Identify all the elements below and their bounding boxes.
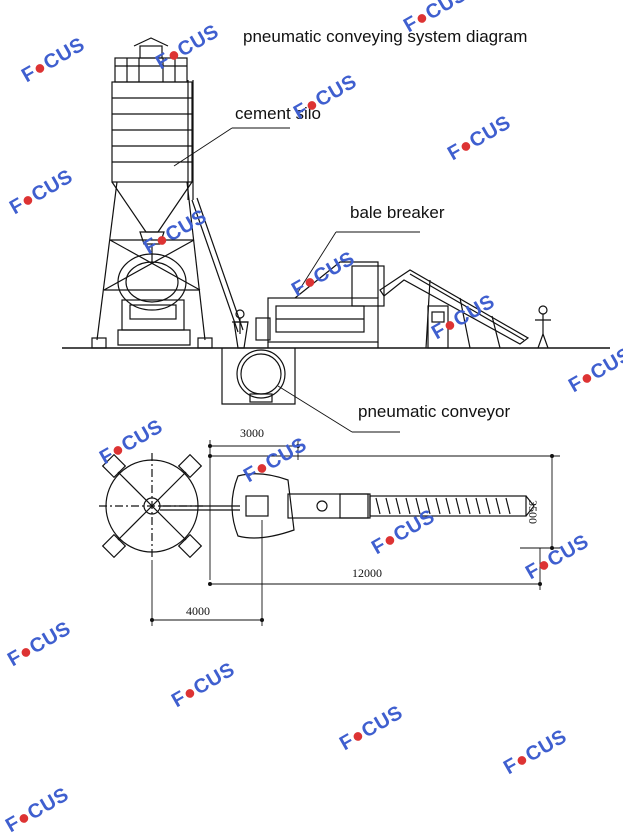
dimension-4000: 4000 [186, 604, 210, 618]
worker-figure [535, 305, 551, 349]
cement-silo-label: cement silo [235, 104, 321, 123]
dimension-lines [151, 440, 560, 626]
belt-conveyor [379, 269, 530, 349]
control-cabinet [427, 305, 449, 349]
pneumatic-conveyor-pit [221, 309, 296, 405]
bulk-truck [117, 244, 191, 346]
cement-silo [91, 37, 213, 349]
bale-breaker-label: bale breaker [350, 203, 445, 222]
dimension-ticks [150, 444, 554, 622]
silo-plan [99, 453, 205, 559]
dimension-12000: 12000 [352, 566, 382, 580]
dimension-3000: 3000 [240, 426, 264, 440]
dimension-3500: 3500 [526, 500, 540, 524]
pneumatic-conveyor-label: pneumatic conveyor [358, 402, 511, 421]
conveyor-plan [160, 473, 535, 539]
diagram-title: pneumatic conveying system diagram [243, 27, 528, 46]
delivery-pipe [191, 197, 244, 333]
bale-breaker-machine [255, 261, 385, 348]
leader-lines [173, 127, 420, 433]
